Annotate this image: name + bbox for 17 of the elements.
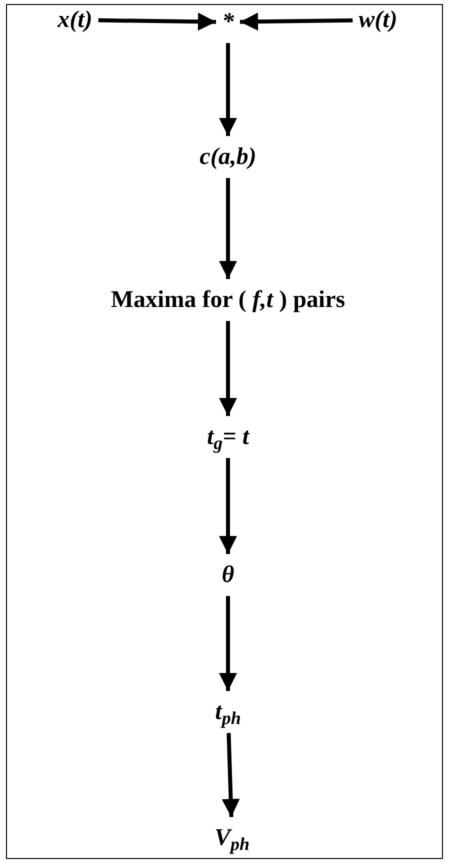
math-label: * [222,8,234,37]
math-label: t$_{ph}$ [215,698,241,727]
arrow [219,458,237,554]
math-label: c(a,b) [200,143,256,172]
math-label: x(t) [58,6,92,35]
math-label: V$_{ph}$ [214,824,250,853]
arrow [222,732,240,818]
math-label: w(t) [358,6,398,35]
math-label: θ [222,561,234,590]
arrow [219,178,237,279]
arrow [240,12,353,31]
arrow [219,321,237,416]
arrow [98,12,216,31]
arrow [219,43,237,136]
math-label: t$_{g}$= t [207,423,249,452]
math-label: Maxima for ( f,t ) pairs [110,286,346,315]
arrow [219,596,237,691]
